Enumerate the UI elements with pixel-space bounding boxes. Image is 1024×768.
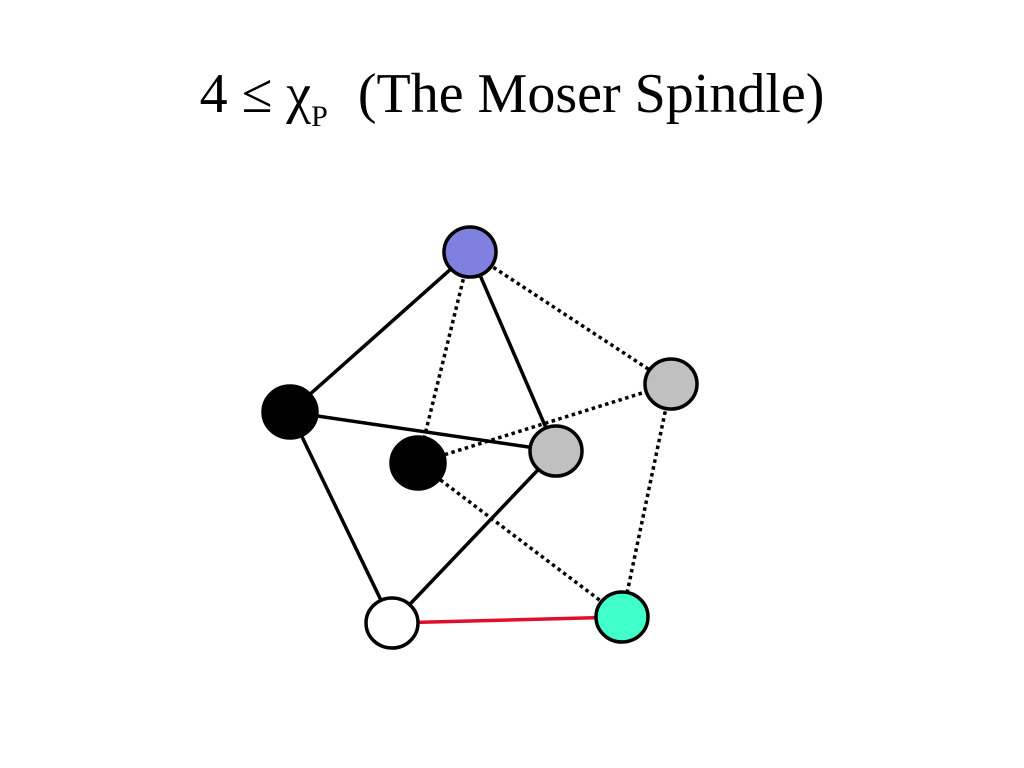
node-top — [442, 225, 498, 279]
edge-right-gray-bottom-teal-dotted — [620, 383, 673, 618]
nodes-layer — [261, 225, 699, 650]
edge-bottom-white-inner-gray-solid — [390, 449, 558, 625]
title-text: (The Moser Spindle) — [357, 63, 825, 125]
title-lead: 4 ≤ χ — [199, 63, 312, 125]
node-left-black — [261, 384, 319, 440]
node-right-gray — [643, 357, 699, 411]
edge-left-black-inner-gray-solid — [289, 410, 557, 453]
edge-top-right-gray-dotted — [469, 250, 672, 386]
edge-inner-black-bottom-teal-dotted — [416, 461, 624, 619]
page-title: 4 ≤ χP (The Moser Spindle) — [0, 58, 1024, 139]
edge-top-inner-gray-solid — [468, 251, 558, 452]
edge-top-inner-black-dotted — [416, 251, 472, 464]
edge-bottom-white-bottom-teal-solid — [391, 615, 623, 625]
node-inner-gray — [528, 424, 584, 478]
edge-top-left-black-solid — [288, 250, 472, 414]
edge-left-black-bottom-white-solid — [288, 411, 394, 624]
node-bottom-white — [364, 596, 420, 650]
edge-inner-black-right-gray-dotted — [417, 382, 672, 465]
node-bottom-teal — [594, 590, 650, 644]
title-subscript: P — [311, 100, 328, 133]
edges-layer — [288, 250, 673, 625]
node-inner-black — [389, 435, 447, 491]
